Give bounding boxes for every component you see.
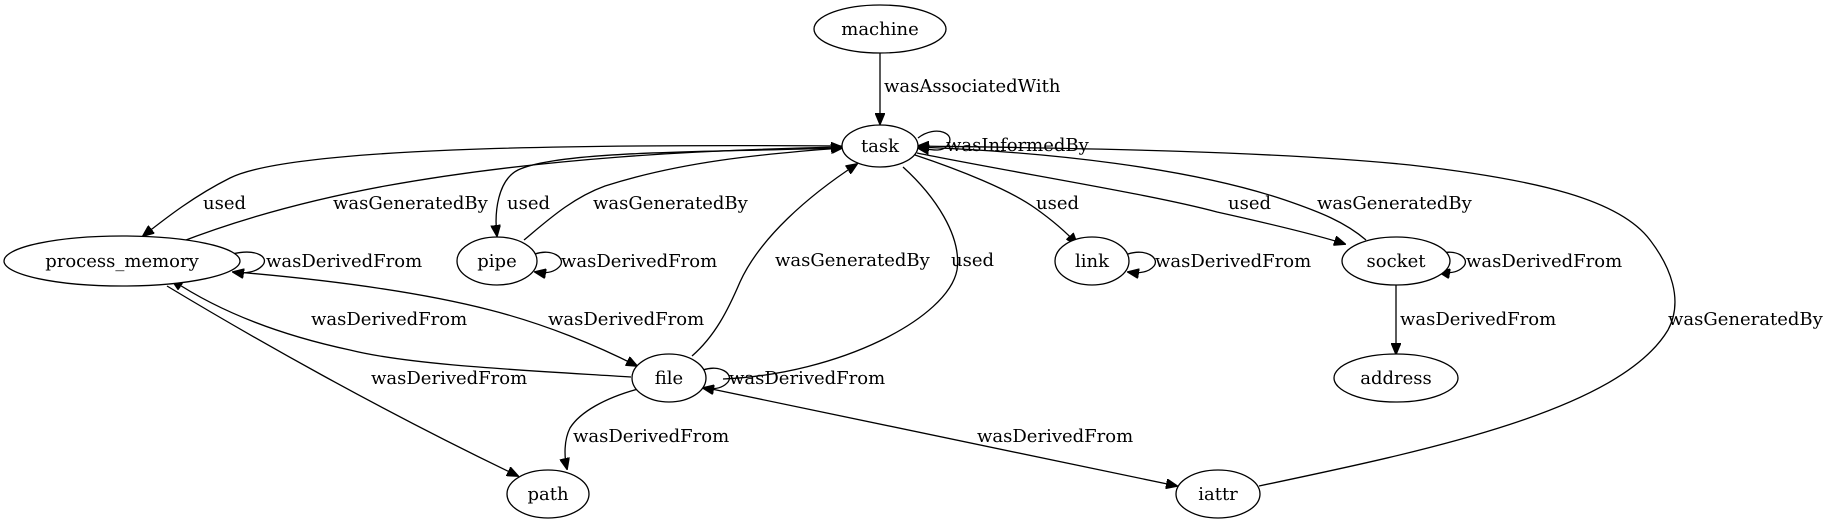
node-socket: socket [1341,236,1451,286]
edge-socket-self: wasDerivedFrom [1439,251,1622,273]
edge-process-memory-path: wasDerivedFrom [166,285,527,476]
edge-process-memory-file: wasDerivedFrom [235,271,704,366]
node-file: file [631,353,707,403]
edge-machine-task: wasAssociatedWith [880,53,1061,124]
edge-label-task-pipe: used [507,193,550,214]
edge-link-self: wasDerivedFrom [1128,251,1311,273]
edge-socket-task: wasGeneratedBy [917,147,1473,241]
edge-pipe-task: wasGeneratedBy [523,148,842,241]
edge-iattr-task: wasGeneratedBy [918,146,1824,487]
node-iattr: iattr [1175,469,1261,519]
node-address: address [1333,353,1459,403]
edge-task-link: used [914,154,1079,244]
node-process-memory: process_memory [3,235,241,287]
edge-label-file-self: wasDerivedFrom [729,368,885,389]
node-label-pipe: pipe [477,251,516,272]
node-label-address: address [1360,368,1432,389]
node-label-machine: machine [841,19,918,40]
edge-label-file-process-memory: wasDerivedFrom [311,309,467,330]
edge-label-link-self: wasDerivedFrom [1155,251,1311,272]
node-path: path [506,469,590,519]
edge-task-file: used [722,166,994,380]
edge-label-process-memory-task: wasGeneratedBy [333,193,489,214]
node-label-file: file [655,368,683,389]
node-label-socket: socket [1367,251,1427,272]
node-label-iattr: iattr [1198,484,1238,505]
edge-task-socket: used [916,152,1345,244]
edge-label-task-link: used [1036,193,1079,214]
edge-label-task-process-memory: used [203,193,246,214]
edge-file-path: wasDerivedFrom [565,388,729,469]
edge-file-task: wasGeneratedBy [691,164,931,357]
edge-iattr-file: wasDerivedFrom [702,387,1177,486]
edge-pipe-self: wasDerivedFrom [535,251,717,273]
edge-label-task-socket: used [1228,193,1271,214]
edge-file-self: wasDerivedFrom [703,367,885,389]
edge-label-pipe-self: wasDerivedFrom [561,251,717,272]
edge-label-process-memory-path: wasDerivedFrom [371,368,527,389]
edge-label-file-path: wasDerivedFrom [573,426,729,447]
edge-label-socket-address: wasDerivedFrom [1400,309,1556,330]
edge-label-machine-task: wasAssociatedWith [884,76,1061,97]
edge-socket-address: wasDerivedFrom [1396,284,1556,354]
edge-task-pipe: used [496,147,844,236]
node-task: task [841,124,919,168]
node-label-path: path [527,484,568,505]
node-link: link [1054,236,1130,286]
edge-label-file-task: wasGeneratedBy [775,250,931,271]
edge-process-memory-self: wasDerivedFrom [232,251,422,273]
node-machine: machine [813,4,947,54]
node-label-process-memory: process_memory [45,251,199,272]
edge-label-socket-task: wasGeneratedBy [1317,193,1473,214]
edge-label-pipe-task: wasGeneratedBy [593,193,749,214]
edge-label-iattr-task: wasGeneratedBy [1668,309,1824,330]
node-pipe: pipe [456,236,538,286]
node-label-task: task [861,136,900,157]
edge-label-iattr-file: wasDerivedFrom [977,426,1133,447]
edge-label-socket-self: wasDerivedFrom [1466,251,1622,272]
edge-label-process-memory-file: wasDerivedFrom [548,309,704,330]
edge-label-process-memory-self: wasDerivedFrom [266,251,422,272]
node-label-link: link [1075,251,1110,272]
edge-file-process-memory: wasDerivedFrom [172,280,632,378]
edge-label-task-file: used [951,250,994,271]
edge-task-process-memory: used [143,144,844,236]
